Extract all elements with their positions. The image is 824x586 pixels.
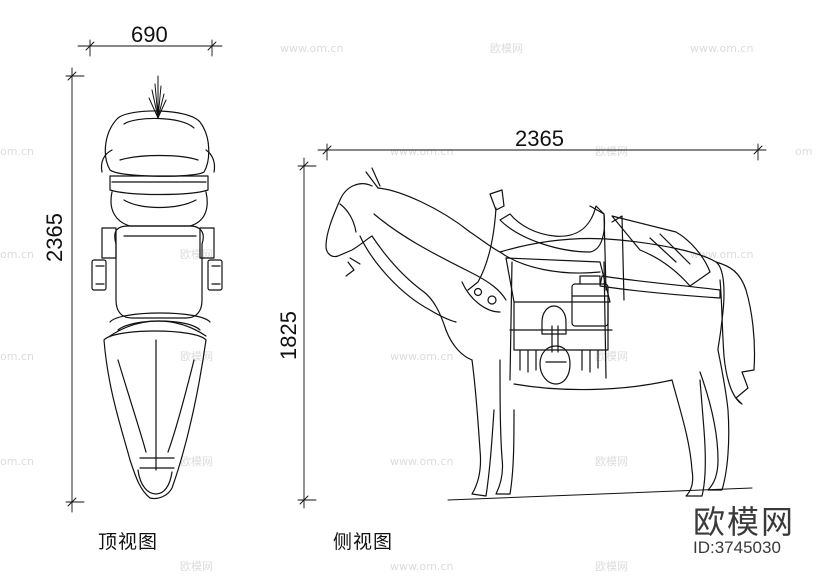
svg-text:欧模网: 欧模网 xyxy=(180,350,213,363)
svg-text:www.om.cn: www.om.cn xyxy=(390,560,453,573)
top-view-length-dimension: 2365 xyxy=(42,213,67,262)
svg-text:www.om.cn: www.om.cn xyxy=(690,42,753,55)
horse-side-view xyxy=(325,167,756,501)
svg-text:om.cn: om.cn xyxy=(0,248,34,261)
svg-text:欧模网: 欧模网 xyxy=(595,560,628,573)
svg-text:www.om.cn: www.om.cn xyxy=(390,145,453,158)
svg-text:www.om.cn: www.om.cn xyxy=(280,42,343,55)
svg-text:欧模网: 欧模网 xyxy=(595,145,628,158)
dimension-lines xyxy=(65,39,767,513)
svg-text:om.cn: om.cn xyxy=(0,145,34,158)
svg-text:欧模网: 欧模网 xyxy=(180,248,213,261)
svg-text:www.om.cn: www.om.cn xyxy=(390,455,453,468)
top-view-caption: 顶视图 xyxy=(98,531,159,553)
side-view-length-dimension: 2365 xyxy=(515,126,564,151)
svg-text:om: om xyxy=(795,145,812,158)
svg-text:om.cn: om.cn xyxy=(0,455,34,468)
watermark-id: ID:3745030 xyxy=(693,538,781,557)
svg-text:欧模网: 欧模网 xyxy=(180,455,213,468)
svg-text:欧模网: 欧模网 xyxy=(180,560,213,573)
top-view-width-dimension: 690 xyxy=(131,22,168,47)
side-view-height-dimension: 1825 xyxy=(276,311,301,360)
horse-top-view xyxy=(91,75,223,500)
svg-text:www.om.cn: www.om.cn xyxy=(390,350,453,363)
svg-text:欧模网: 欧模网 xyxy=(595,455,628,468)
watermark-brand: 欧模网 xyxy=(693,503,796,541)
svg-text:om.cn: om.cn xyxy=(0,350,34,363)
watermark-tiles: www.om.cn 欧模网 www.om.cn om.cn www.om.cn … xyxy=(0,42,812,573)
svg-text:www.om.cn: www.om.cn xyxy=(690,248,753,261)
side-view-caption: 侧视图 xyxy=(333,531,394,553)
svg-text:欧模网: 欧模网 xyxy=(595,350,628,363)
tail-plume xyxy=(148,75,167,119)
svg-text:欧模网: 欧模网 xyxy=(490,42,523,55)
